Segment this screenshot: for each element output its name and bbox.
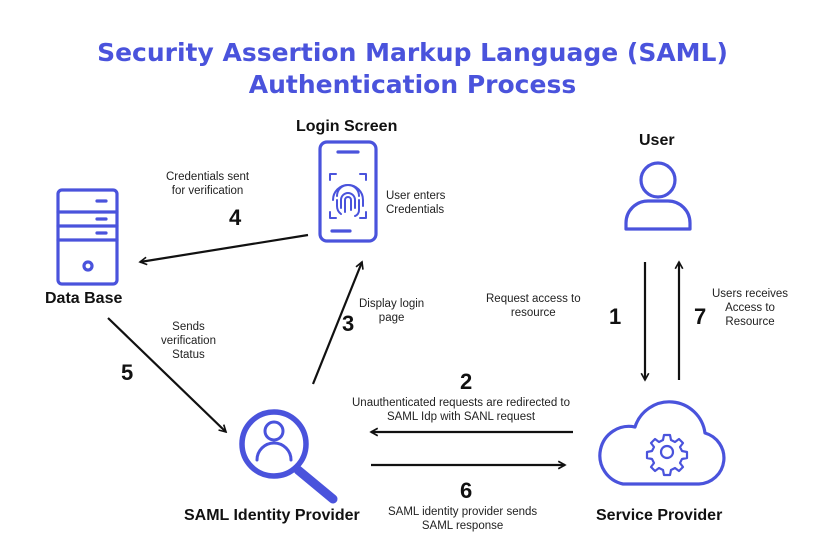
login-screen-label: Login Screen — [296, 118, 398, 135]
step-4-number: 4 — [229, 205, 242, 230]
step-7-number: 7 — [694, 304, 707, 329]
server-icon — [56, 188, 119, 286]
step-5-number: 5 — [121, 360, 134, 385]
step-3-number: 3 — [342, 311, 355, 336]
step-3-text: Display login page — [359, 298, 425, 324]
step-6-number: 6 — [460, 478, 473, 503]
arrow-step-5 — [107, 317, 226, 432]
arrow-step-3 — [311, 262, 362, 385]
step-4-text: Credentials sent for verification — [166, 171, 250, 197]
cloud-gear-icon — [598, 400, 726, 486]
step-5-text: Sends verification Status — [161, 321, 216, 361]
arrow-step-4 — [140, 233, 309, 262]
service-provider-label: Service Provider — [596, 507, 723, 524]
user-icon — [624, 161, 692, 231]
identity-provider-label: SAML Identity Provider — [184, 507, 360, 524]
magnifier-user-icon — [239, 409, 338, 504]
user-label: User — [639, 132, 675, 149]
diagram-title-line-1: Security Assertion Markup Language (SAML… — [97, 38, 728, 67]
step-6-text: SAML identity provider sends SAML respon… — [388, 506, 538, 532]
step-1-number: 1 — [609, 304, 622, 329]
step-2-text: Unauthenticated requests are redirected … — [352, 397, 570, 423]
step-2-number: 2 — [460, 369, 473, 394]
step-7-text: Users receives Access to Resource — [712, 288, 789, 328]
diagram-title-line-2: Authentication Process — [248, 70, 577, 99]
step-1-text: Request access to resource — [486, 293, 581, 319]
database-label: Data Base — [45, 290, 123, 307]
login-note: User enters Credentials — [386, 190, 446, 216]
smartphone-fingerprint-icon — [318, 140, 378, 243]
